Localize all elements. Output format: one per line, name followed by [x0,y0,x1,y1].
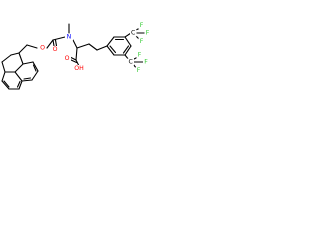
atom-background [65,33,73,41]
oxygen-atom-acid-carbonyl: O [65,55,70,62]
atom-background [138,38,145,45]
bond [18,80,23,90]
atom-background [38,44,47,52]
bond [1,54,12,63]
bond [88,43,98,51]
atom-background [143,58,149,66]
atom-background [138,22,145,29]
oxygen-atom-ester: O [40,45,45,52]
atom-background [63,55,71,62]
bond [69,58,78,64]
bond [54,39,58,47]
bond [109,45,117,54]
fluorine-atom: F [140,38,144,45]
bond [31,70,39,81]
bond [1,71,6,82]
bond [1,61,6,73]
bond [46,39,54,49]
bond [22,61,34,65]
bond [3,80,10,88]
carbon-atom-cf3-top: C [131,30,135,37]
bond [75,47,78,61]
fluorine-atom: F [137,67,141,74]
bond [32,61,39,72]
bond [122,45,130,54]
bond [72,39,78,49]
bond [14,71,23,82]
carbon-atom-cf3-bottom: C [129,59,133,66]
bond-lines [1,23,146,90]
atom-background [51,46,59,53]
bond [10,52,20,56]
bond [18,44,28,54]
fluorine-atom: F [146,30,150,37]
atom-labels: O O N O OH C F F F C F F F [38,22,151,74]
bond [18,52,24,65]
fluorine-atom: F [140,22,144,29]
bond [23,77,32,80]
bond [26,44,38,49]
fluorine-atom: F [144,59,148,66]
bond [124,45,132,56]
atom-background [135,67,142,74]
bond [52,39,55,47]
atom-background [130,29,137,37]
bond [1,80,10,90]
bond [32,64,37,72]
fluorine-atom: F [138,52,142,59]
hydroxyl-group: OH [74,65,84,72]
bond [106,36,115,47]
bond [16,80,21,88]
atom-background [136,51,143,59]
bond [14,63,24,73]
bond [76,43,90,49]
atom-background [73,65,85,72]
nitrogen-atom: N [67,34,72,41]
bond [96,45,108,51]
oxygen-atom-carbonyl: O [53,46,58,53]
bond [106,45,115,56]
bond [21,79,33,82]
bond [52,36,66,41]
molecule-structure: O O N O OH C F F F C F F F [1,22,151,90]
atom-background [144,29,151,37]
bond [124,36,132,47]
atom-background [127,58,134,66]
